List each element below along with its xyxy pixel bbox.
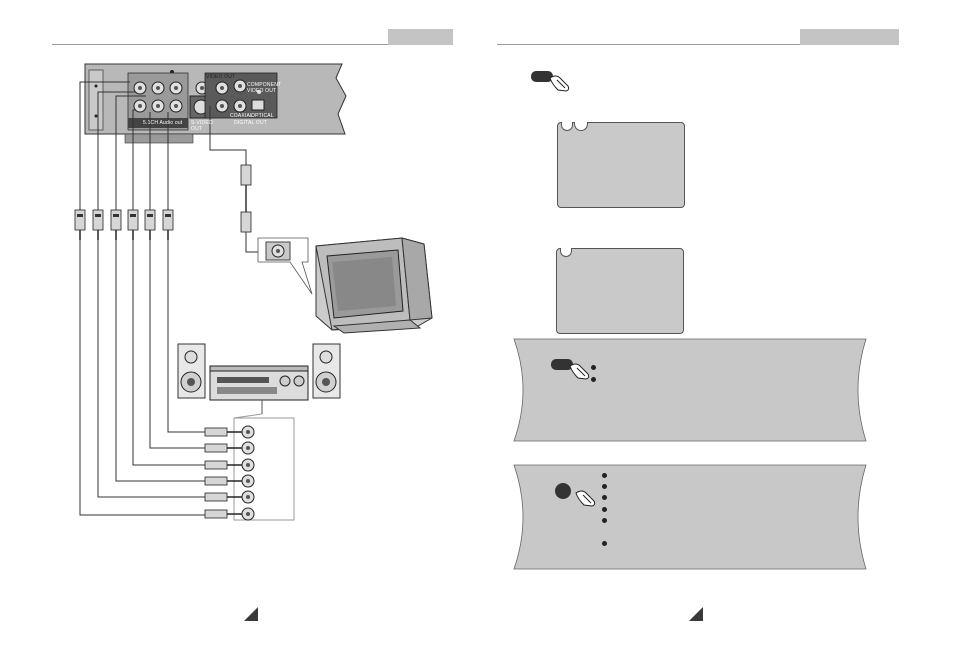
remote-button-icon: [531, 71, 570, 92]
page-marker-right: [689, 607, 703, 621]
label-s-video: S-VIDEO OUT: [191, 120, 213, 132]
connection-diagram: [74, 63, 433, 521]
bullet: [602, 507, 607, 512]
bullet: [602, 495, 607, 500]
rca-plug-row: [74, 209, 174, 240]
right-header-tab: [800, 29, 899, 45]
info-box-1: [513, 338, 867, 442]
round-button-icon: [555, 483, 596, 507]
label-video-out: VIDEO OUT: [206, 74, 236, 80]
bullet: [602, 484, 607, 489]
speaker-icon-left: [177, 343, 206, 399]
label-optical: OPTICAL: [251, 113, 274, 119]
bullet: [602, 473, 607, 478]
label-coaxial: COAXIAL: [230, 113, 254, 119]
right-header-rule: [497, 44, 899, 45]
left-header-tab: [388, 29, 453, 45]
speaker-icon-right: [312, 343, 341, 399]
label-5-1ch-audio-out: 5.1CH Audio out: [143, 120, 183, 126]
screen-display-2: [556, 248, 684, 334]
label-component-video-out: COMPONENT VIDEO OUT: [247, 82, 282, 94]
bullet: [602, 541, 607, 546]
label-digital-out: DIGITAL OUT: [234, 120, 268, 126]
receiver-inputs: [204, 425, 255, 521]
receiver-icon: [209, 365, 309, 414]
bullet: [591, 377, 596, 382]
tv-icon: [315, 237, 433, 334]
bullet: [602, 518, 607, 523]
screen-display-1: [557, 122, 685, 208]
bullet: [591, 365, 596, 370]
info-box-2: [513, 464, 867, 570]
page-marker-left: [244, 607, 258, 621]
remote-button-icon: [551, 359, 590, 380]
left-header-rule: [52, 44, 452, 45]
